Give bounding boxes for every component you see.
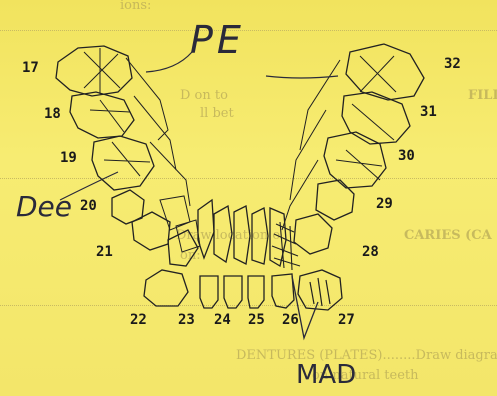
handwritten-note-dee: Dee bbox=[16, 190, 72, 223]
tooth-number-25: 25 bbox=[248, 312, 265, 328]
tooth-26 bbox=[272, 274, 294, 308]
tooth-number-28: 28 bbox=[362, 244, 379, 260]
tooth-21 bbox=[132, 212, 170, 250]
tooth-number-23: 23 bbox=[178, 312, 195, 328]
tooth-number-26: 26 bbox=[282, 312, 299, 328]
tooth-18 bbox=[70, 92, 134, 138]
tooth-22 bbox=[144, 270, 188, 306]
tooth-23 bbox=[200, 276, 218, 308]
tooth-31 bbox=[342, 92, 410, 144]
tooth-32 bbox=[346, 44, 424, 100]
tooth-number-22: 22 bbox=[130, 312, 147, 328]
tooth-number-18: 18 bbox=[44, 106, 61, 122]
tooth-29 bbox=[316, 180, 354, 220]
tooth-number-31: 31 bbox=[420, 104, 437, 120]
handwritten-note-mad: MAD bbox=[296, 360, 356, 390]
tooth-28 bbox=[294, 214, 332, 254]
tooth-number-27: 27 bbox=[338, 312, 355, 328]
tooth-19 bbox=[92, 136, 154, 190]
tooth-number-17: 17 bbox=[22, 60, 39, 76]
tooth-number-30: 30 bbox=[398, 148, 415, 164]
tooth-number-21: 21 bbox=[96, 244, 113, 260]
tooth-25 bbox=[248, 276, 264, 308]
tooth-number-20: 20 bbox=[80, 198, 97, 214]
tooth-24 bbox=[224, 276, 242, 308]
tooth-30 bbox=[324, 132, 386, 188]
tooth-number-19: 19 bbox=[60, 150, 77, 166]
tooth-17 bbox=[56, 46, 132, 96]
tooth-number-24: 24 bbox=[214, 312, 231, 328]
tooth-number-29: 29 bbox=[376, 196, 393, 212]
handwritten-note-pe: PE bbox=[190, 18, 245, 62]
tooth-number-32: 32 bbox=[444, 56, 461, 72]
